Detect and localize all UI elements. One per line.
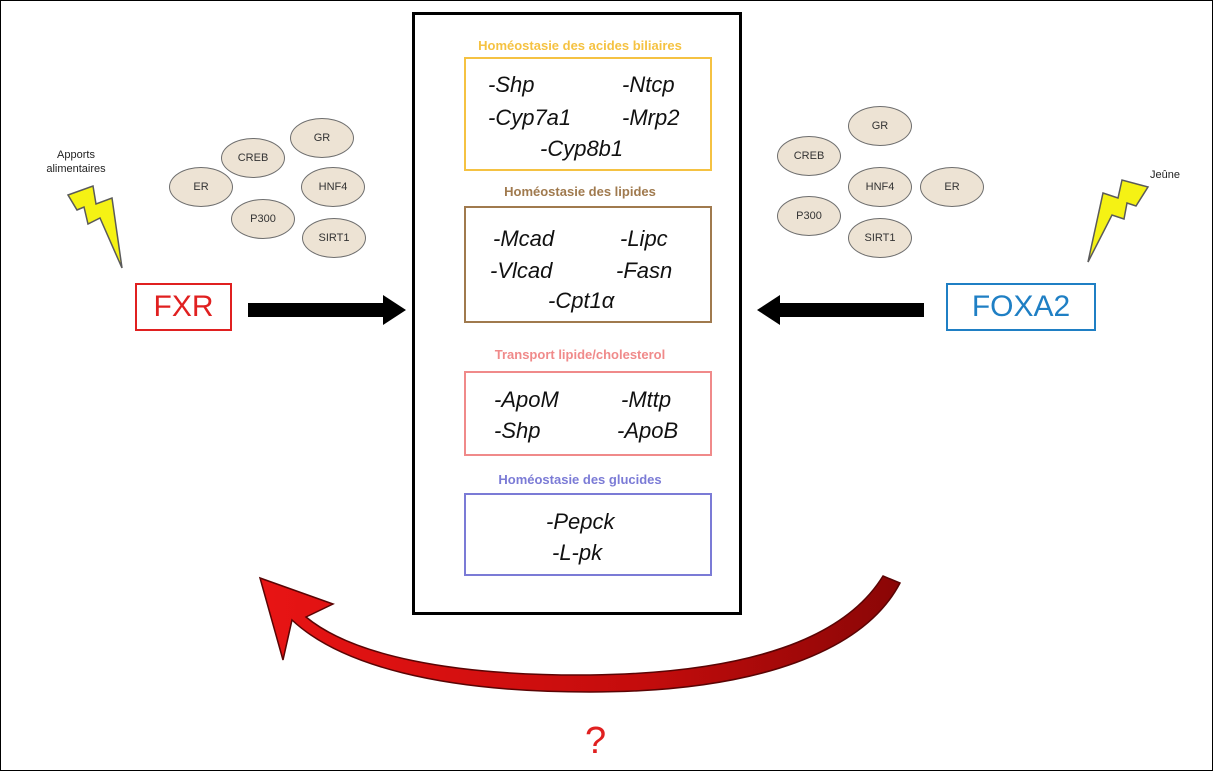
gene-box-bile-acids: -Shp -Ntcp -Cyp7a1 -Mrp2 -Cyp8b1 [464, 57, 712, 171]
cofactor-gr-left: GR [290, 118, 354, 158]
gene-box-lipid-transport: -ApoM -Mttp -Shp -ApoB [464, 371, 712, 456]
cofactor-label: P300 [250, 213, 276, 225]
gene-box-carbohydrates: -Pepck -L-pk [464, 493, 712, 576]
cofactor-sirt1-left: SIRT1 [302, 218, 366, 258]
foxa2-box: FOXA2 [946, 283, 1096, 331]
gene-shp: -Shp [488, 72, 535, 97]
gene-lpk: -L-pk [552, 540, 603, 565]
cofactor-er-right: ER [920, 167, 984, 207]
cofactor-hnf4-right: HNF4 [848, 167, 912, 207]
gene-apom: -ApoM [494, 387, 559, 412]
cofactor-label: HNF4 [865, 181, 895, 193]
cofactor-label: GR [871, 120, 889, 132]
left-input-label: Apports alimentaires [46, 149, 106, 175]
cofactor-label: GR [313, 132, 331, 144]
gene-cyp8b1: -Cyp8b1 [540, 136, 624, 161]
cofactor-creb-right: CREB [777, 136, 841, 176]
foxa2-to-genes-arrow [757, 295, 924, 325]
gene-box-lipids: -Mcad -Lipc -Vlcad -Fasn -Cpt1α [464, 206, 712, 323]
gene-ntcp: -Ntcp [622, 72, 675, 97]
gene-pepck: -Pepck [546, 509, 615, 534]
gene-cpt1a: -Cpt1α [548, 288, 615, 313]
gene-fasn: -Fasn [616, 258, 673, 283]
target-genes-panel: Homéostasie des acides biliaires -Shp -N… [412, 12, 742, 615]
lightning-bolt-icon-left [66, 184, 123, 269]
section-title-lipids: Homéostasie des lipides [504, 184, 656, 199]
cofactor-label: CREB [793, 150, 825, 162]
cofactor-label: HNF4 [318, 181, 348, 193]
cofactor-hnf4-left: HNF4 [301, 167, 365, 207]
cofactor-label: SIRT1 [864, 232, 896, 244]
cofactor-gr-right: GR [848, 106, 912, 146]
cofactor-p300-left: P300 [231, 199, 295, 239]
fxr-box: FXR [135, 283, 232, 331]
gene-mcad: -Mcad [493, 226, 555, 251]
cofactor-er-left: ER [169, 167, 233, 207]
gene-vlcad: -Vlcad [490, 258, 553, 283]
section-title-bile-acids: Homéostasie des acides biliaires [478, 38, 682, 53]
feedback-curved-arrow [258, 575, 902, 693]
section-title-lipid-transport: Transport lipide/cholesterol [494, 347, 666, 362]
section-title-carbohydrates: Homéostasie des glucides [498, 472, 662, 487]
gene-shp-transport: -Shp [494, 418, 541, 443]
fxr-to-genes-arrow [248, 295, 406, 325]
gene-lipc: -Lipc [620, 226, 668, 251]
gene-apob: -ApoB [617, 418, 679, 443]
lightning-bolt-icon-right [1087, 179, 1150, 263]
gene-mrp2: -Mrp2 [622, 105, 680, 130]
right-input-label: Jeûne [1150, 169, 1180, 181]
cofactor-creb-left: CREB [221, 138, 285, 178]
cofactor-label: CREB [237, 152, 269, 164]
cofactor-label: SIRT1 [318, 232, 350, 244]
cofactor-label: ER [193, 181, 209, 193]
question-mark-label: ? [585, 720, 607, 762]
gene-mttp: -Mttp [621, 387, 672, 412]
gene-cyp7a1: -Cyp7a1 [488, 105, 572, 130]
cofactor-label: ER [944, 181, 960, 193]
cofactor-p300-right: P300 [777, 196, 841, 236]
cofactor-sirt1-right: SIRT1 [848, 218, 912, 258]
cofactor-label: P300 [796, 210, 822, 222]
